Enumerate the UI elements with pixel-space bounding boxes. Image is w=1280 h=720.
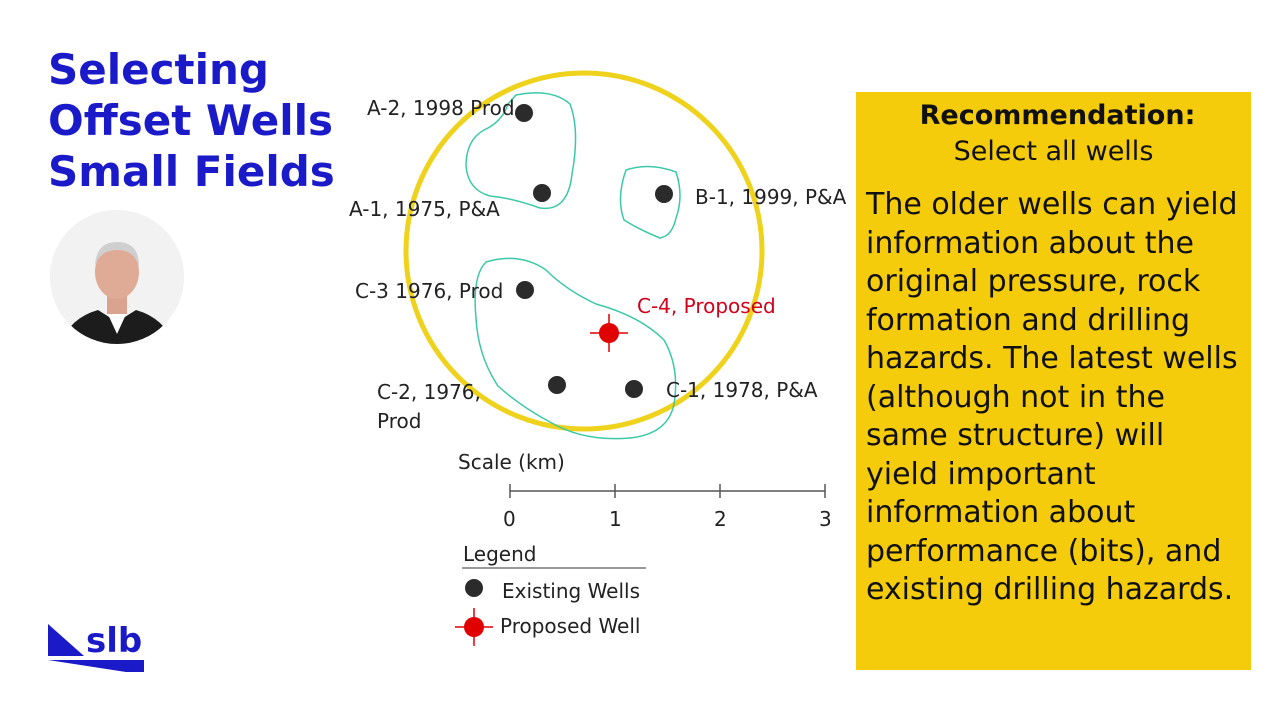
legend-proposed-label: Proposed Well xyxy=(500,614,641,638)
scale-tick-0: 0 xyxy=(503,507,516,531)
recommendation-heading: Recommendation: xyxy=(919,100,1196,131)
well-label-a-1: A-1, 1975, P&A xyxy=(349,197,500,221)
well-label-a-2: A-2, 1998 Prod xyxy=(367,96,515,120)
well-a-2-icon xyxy=(515,104,533,122)
recommendation-subheading: Select all wells xyxy=(953,136,1154,167)
scale-tick-2: 2 xyxy=(714,507,727,531)
scale-tick-1: 1 xyxy=(609,507,622,531)
page-title: Selecting Offset Wells Small Fields xyxy=(48,44,335,197)
well-c-3-icon xyxy=(516,281,534,299)
logo-text: slb xyxy=(86,621,142,661)
legend-proposed-well-icon xyxy=(455,608,493,646)
title-line-1: Selecting xyxy=(48,45,269,94)
well-c-1-icon xyxy=(625,380,643,398)
title-line-2: Offset Wells xyxy=(48,96,334,145)
presenter-avatar xyxy=(50,210,184,344)
recommendation-body: The older wells can yield information ab… xyxy=(866,187,1238,607)
search-radius-circle xyxy=(403,70,765,432)
well-label-c-2: C-2, 1976, xyxy=(377,380,481,404)
well-label-c-2-line2: Prod xyxy=(377,409,422,433)
legend-title: Legend xyxy=(463,542,537,566)
field-c-outline xyxy=(474,257,677,440)
recommendation-box: Recommendation: Select all wells The old… xyxy=(856,92,1251,670)
well-b-1-icon xyxy=(655,185,673,203)
slb-logo: slb xyxy=(46,616,150,678)
field-b-outline xyxy=(619,165,681,239)
legend-existing-label: Existing Wells xyxy=(502,579,641,603)
well-a-1-icon xyxy=(533,184,551,202)
scale-bar xyxy=(509,484,826,498)
well-label-c-4: C-4, Proposed xyxy=(637,294,776,318)
well-c-4-proposed-icon xyxy=(590,314,628,352)
well-label-b-1: B-1, 1999, P&A xyxy=(695,185,847,209)
scale-title: Scale (km) xyxy=(458,450,565,474)
field-a-outline xyxy=(465,92,577,210)
well-label-c-1: C-1, 1978, P&A xyxy=(666,378,818,402)
well-label-c-3: C-3 1976, Prod xyxy=(355,279,504,303)
scale-tick-3: 3 xyxy=(819,507,832,531)
well-c-2-icon xyxy=(548,376,566,394)
legend-existing-well-icon xyxy=(465,579,483,597)
title-line-3: Small Fields xyxy=(48,147,335,196)
